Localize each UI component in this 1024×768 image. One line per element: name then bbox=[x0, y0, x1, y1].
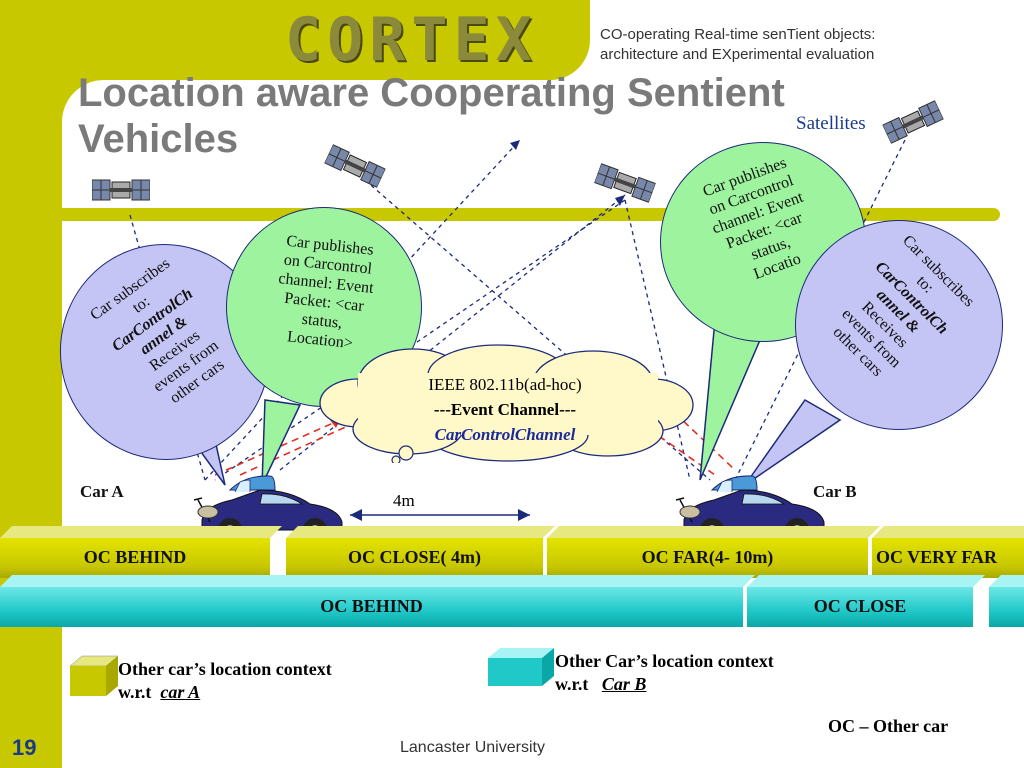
satellite-icon bbox=[92, 179, 150, 201]
band-extra-car-b bbox=[989, 587, 1024, 627]
page-number: 19 bbox=[12, 735, 37, 760]
band-oc-far-car-a: OC FAR(4- 10m) bbox=[547, 538, 868, 578]
legend-car-a: Other car’s location context w.r.t car A bbox=[118, 658, 418, 704]
abbreviation-note: OC – Other car bbox=[828, 716, 949, 736]
red-link-2 bbox=[239, 424, 351, 476]
red-link-1 bbox=[214, 419, 341, 476]
car-a-label: Car A bbox=[80, 482, 124, 501]
band-bevels-a bbox=[0, 526, 1024, 538]
top-header-band bbox=[0, 0, 590, 80]
cloud-channel-name: CarControlChannel bbox=[434, 425, 576, 444]
red-link-4 bbox=[639, 379, 736, 471]
title-line-2: Vehicles bbox=[78, 117, 239, 161]
cloud-event-channel: ---Event Channel--- bbox=[433, 400, 577, 419]
legend-yellow-swatch bbox=[69, 655, 119, 696]
subscribe-bubble-car-b: Car subscribes to: CarControlCh annel & … bbox=[795, 220, 1003, 430]
cloud-link-a bbox=[204, 139, 521, 481]
distance-arrow bbox=[350, 509, 530, 521]
legend-cyan-swatch bbox=[488, 648, 554, 686]
band-oc-behind-car-b: OC BEHIND bbox=[0, 587, 743, 627]
legend-a-prefix: w.r.t bbox=[118, 682, 152, 702]
cortex-logo: CORTEX bbox=[285, 5, 538, 75]
satellites-label: Satellites bbox=[796, 113, 866, 134]
car-b-label: Car B bbox=[813, 482, 857, 501]
right-blue-tail bbox=[744, 399, 842, 486]
sat3-link-a bbox=[214, 199, 626, 481]
right-green-tail bbox=[699, 318, 761, 481]
band-bevels-b bbox=[0, 575, 1024, 587]
title-line-1: Location aware Cooperating Sentient bbox=[78, 71, 785, 115]
cloud-protocol: IEEE 802.11b(ad-hoc) bbox=[428, 375, 582, 394]
legend-a-car: car A bbox=[160, 682, 201, 702]
project-subtitle: CO-operating Real-time senTient objects:… bbox=[600, 25, 930, 65]
legend-b-prefix: w.r.t bbox=[555, 674, 589, 694]
footer-text: Lancaster University bbox=[400, 739, 545, 756]
legend-a-line1: Other car’s location context bbox=[118, 659, 332, 679]
left-green-tail bbox=[261, 399, 302, 486]
car-b-icon bbox=[675, 475, 825, 542]
satellite-icon bbox=[323, 144, 387, 188]
satellite-icon bbox=[593, 163, 657, 203]
band-oc-close-car-a: OC CLOSE( 4m) bbox=[286, 538, 543, 578]
blue-arrowhead-1 bbox=[615, 195, 625, 206]
slide-title: Location aware Cooperating Sentient Vehi… bbox=[78, 70, 898, 162]
blue-arrowhead-2 bbox=[510, 140, 520, 150]
subtitle-line-1: CO-operating Real-time senTient objects: bbox=[600, 26, 876, 43]
distance-label: 4m bbox=[393, 491, 415, 510]
cloud-text: IEEE 802.11b(ad-hoc) ---Event Channel---… bbox=[360, 372, 650, 447]
legend-b-line1: Other Car’s location context bbox=[555, 651, 774, 671]
band-oc-very-far-car-a: OC VERY FAR bbox=[872, 538, 1024, 578]
event-channel-cloud bbox=[319, 344, 694, 463]
left-sidebar-band bbox=[0, 0, 62, 768]
band-oc-behind-car-a: OC BEHIND bbox=[0, 538, 270, 578]
subtitle-line-2: architecture and EXperimental evaluation bbox=[600, 46, 875, 63]
satellite-icon bbox=[881, 100, 945, 144]
legend-b-line2: w.r.t Car B bbox=[555, 673, 855, 696]
legend-car-b: Other Car’s location context w.r.t Car B bbox=[555, 650, 855, 696]
legend-b-car: Car B bbox=[601, 674, 647, 694]
legend-a-line2: w.r.t car A bbox=[118, 681, 418, 704]
band-oc-close-car-b: OC CLOSE bbox=[747, 587, 973, 627]
